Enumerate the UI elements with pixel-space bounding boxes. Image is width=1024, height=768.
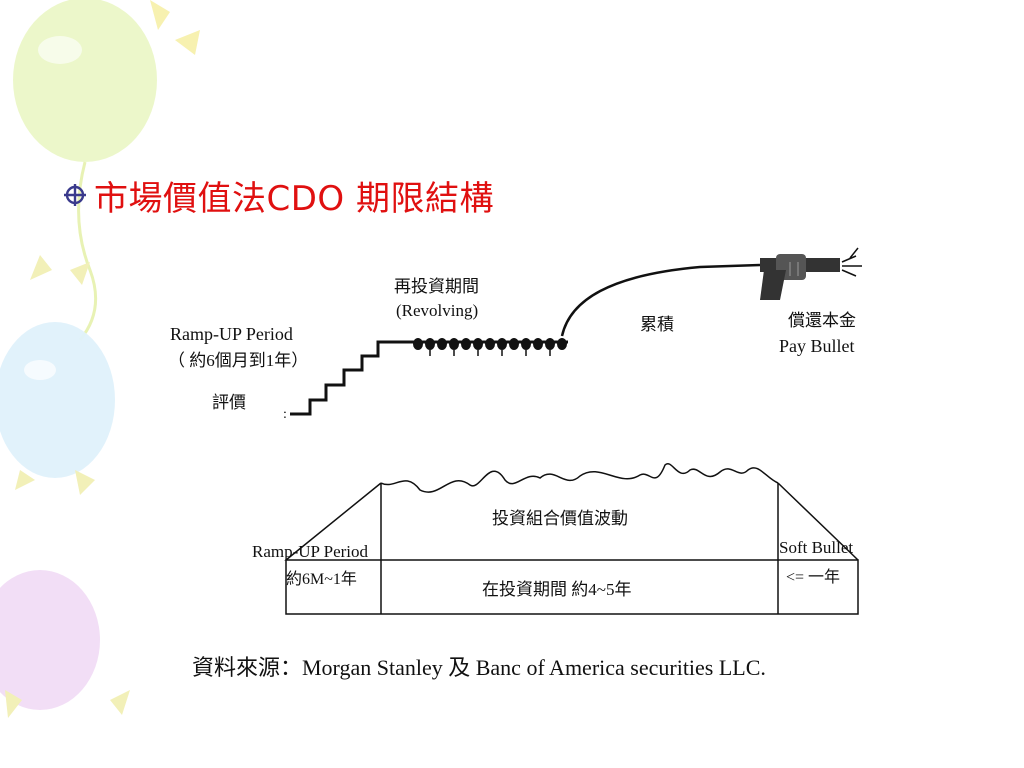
repay-label-cn: 償還本金 <box>788 311 856 330</box>
revolving-label-en: (Revolving) <box>396 301 478 320</box>
bead-drips <box>429 350 551 356</box>
blue-balloon-shape <box>0 322 115 478</box>
reinvest-period-label: 在投資期間 約4~5年 <box>482 580 631 599</box>
blue-balloon-highlight <box>24 360 56 380</box>
green-balloon-highlight <box>38 36 82 64</box>
yellow-confetti-shape <box>150 0 170 30</box>
yellow-confetti-shape <box>70 262 90 285</box>
yellow-confetti-shape <box>75 470 95 495</box>
yellow-confetti-shape <box>30 255 52 280</box>
revolving-label-cn: 再投資期間 <box>394 277 479 296</box>
purple-balloon-shape <box>0 570 100 710</box>
revolving-beads <box>413 338 567 350</box>
left-slope-line <box>285 482 382 561</box>
soft-bullet-sub-label: <= 一年 <box>786 568 840 586</box>
slide-title: 市場價值法CDO 期限結構 <box>62 170 494 220</box>
ramp-up-sub-label: （ 約6個月到1年） <box>168 351 308 370</box>
portfolio-fluctuation-line <box>380 462 779 493</box>
ramp-up-bottom-sub-label: 約6M~1年 <box>286 570 357 588</box>
timeline-box <box>285 559 859 615</box>
revolver-gun-icon <box>760 247 862 300</box>
yellow-confetti-shape <box>175 30 200 55</box>
green-balloon-string <box>77 161 98 341</box>
yellow-confetti-shape <box>5 690 22 718</box>
ramp-up-staircase <box>290 340 412 416</box>
circled-cross-bullet-icon <box>64 184 86 206</box>
ramp-up-bottom-label: Ramp-UP Period <box>252 542 369 561</box>
ramp-up-label: Ramp-UP Period <box>170 324 293 344</box>
yellow-confetti-shape <box>110 690 130 715</box>
accumulation-curve <box>560 263 761 337</box>
soft-bullet-label: Soft Bullet <box>779 538 853 557</box>
right-slope-line <box>777 482 859 561</box>
repay-label-en: Pay Bullet <box>779 336 855 356</box>
valuation-label: 評價 <box>212 393 246 412</box>
source-citation: 資料來源：Morgan Stanley 及 Banc of America se… <box>192 655 766 680</box>
title-text: 市場價值法CDO 期限結構 <box>94 178 494 219</box>
portfolio-fluctuation-label: 投資組合價值波動 <box>492 509 628 528</box>
accumulate-label: 累積 <box>640 315 674 334</box>
small-tick-mark: : <box>283 407 287 422</box>
yellow-confetti-shape <box>15 470 35 490</box>
